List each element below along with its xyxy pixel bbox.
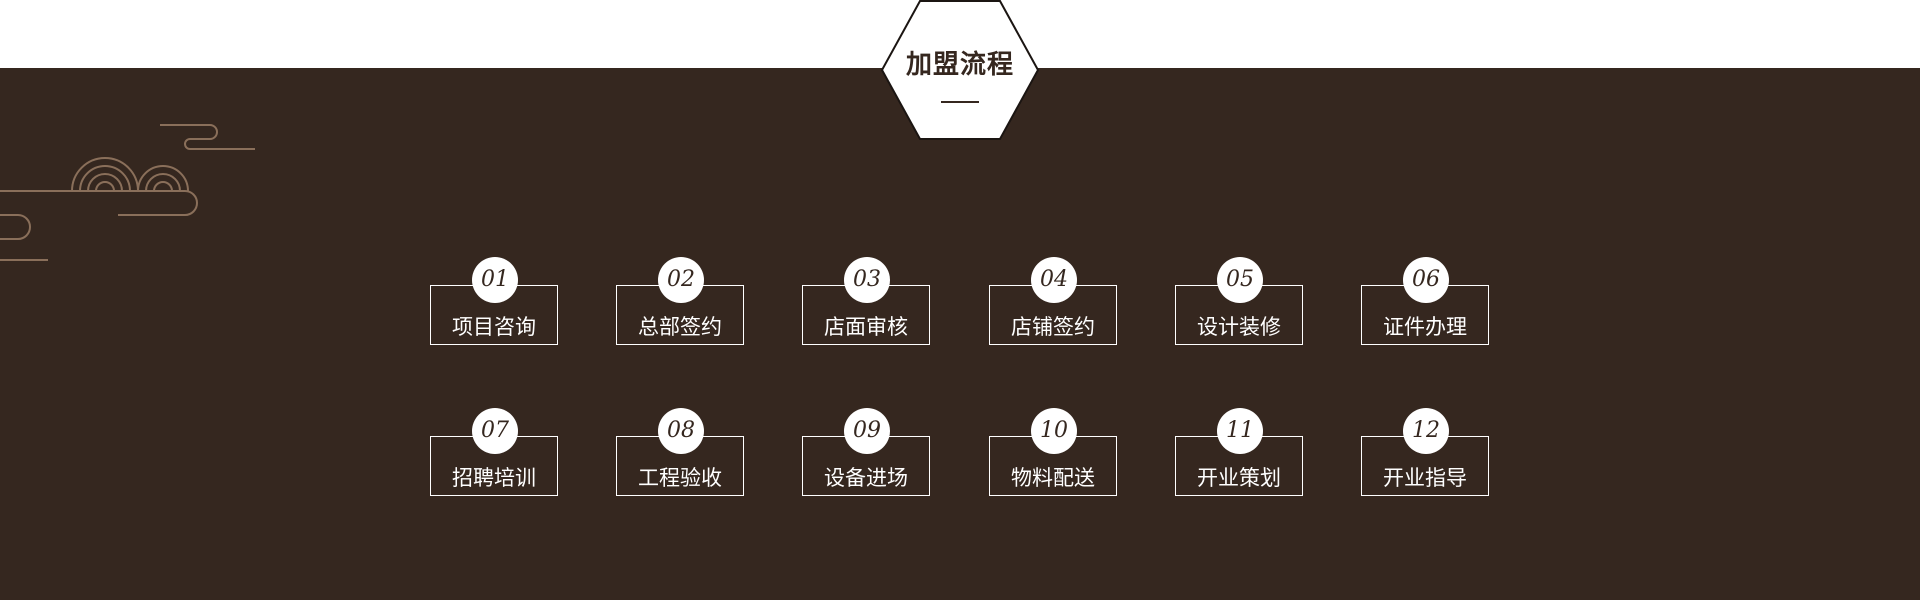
step-label: 招聘培训 — [452, 466, 536, 490]
process-step: 01 项目咨询 — [430, 257, 560, 345]
step-number-badge: 09 — [844, 408, 890, 454]
section-title: 加盟流程 — [905, 50, 1014, 80]
step-number-badge: 10 — [1031, 408, 1077, 454]
process-step: 10 物料配送 — [989, 408, 1119, 496]
process-step: 09 设备进场 — [802, 408, 932, 496]
step-label: 总部签约 — [638, 315, 722, 339]
step-label: 设备进场 — [824, 466, 908, 490]
process-step: 07 招聘培训 — [430, 408, 560, 496]
step-number-badge: 08 — [658, 408, 704, 454]
step-label: 设计装修 — [1197, 315, 1281, 339]
step-label: 开业指导 — [1383, 466, 1467, 490]
process-step: 08 工程验收 — [616, 408, 746, 496]
cloud-decoration-icon — [0, 124, 255, 261]
process-step: 05 设计装修 — [1175, 257, 1305, 345]
step-number-badge: 04 — [1031, 257, 1077, 303]
title-hexagon-icon — [880, 0, 1040, 140]
step-label: 店铺签约 — [1011, 315, 1095, 339]
step-label: 开业策划 — [1197, 466, 1281, 490]
step-label: 证件办理 — [1383, 315, 1467, 339]
step-number-badge: 11 — [1217, 408, 1263, 454]
step-number-badge: 01 — [472, 257, 518, 303]
step-number-badge: 12 — [1403, 408, 1449, 454]
step-number-badge: 05 — [1217, 257, 1263, 303]
process-step: 12 开业指导 — [1361, 408, 1491, 496]
process-step: 11 开业策划 — [1175, 408, 1305, 496]
step-box — [1175, 285, 1303, 345]
step-number-badge: 02 — [658, 257, 704, 303]
process-step: 06 证件办理 — [1361, 257, 1491, 345]
step-label: 物料配送 — [1011, 466, 1095, 490]
step-label: 工程验收 — [638, 466, 722, 490]
process-step: 02 总部签约 — [616, 257, 746, 345]
step-label: 项目咨询 — [452, 315, 536, 339]
process-step: 04 店铺签约 — [989, 257, 1119, 345]
step-number-badge: 06 — [1403, 257, 1449, 303]
step-number-badge: 07 — [472, 408, 518, 454]
dark-background-band — [0, 68, 1920, 600]
process-step: 03 店面审核 — [802, 257, 932, 345]
step-number-badge: 03 — [844, 257, 890, 303]
step-label: 店面审核 — [824, 315, 908, 339]
